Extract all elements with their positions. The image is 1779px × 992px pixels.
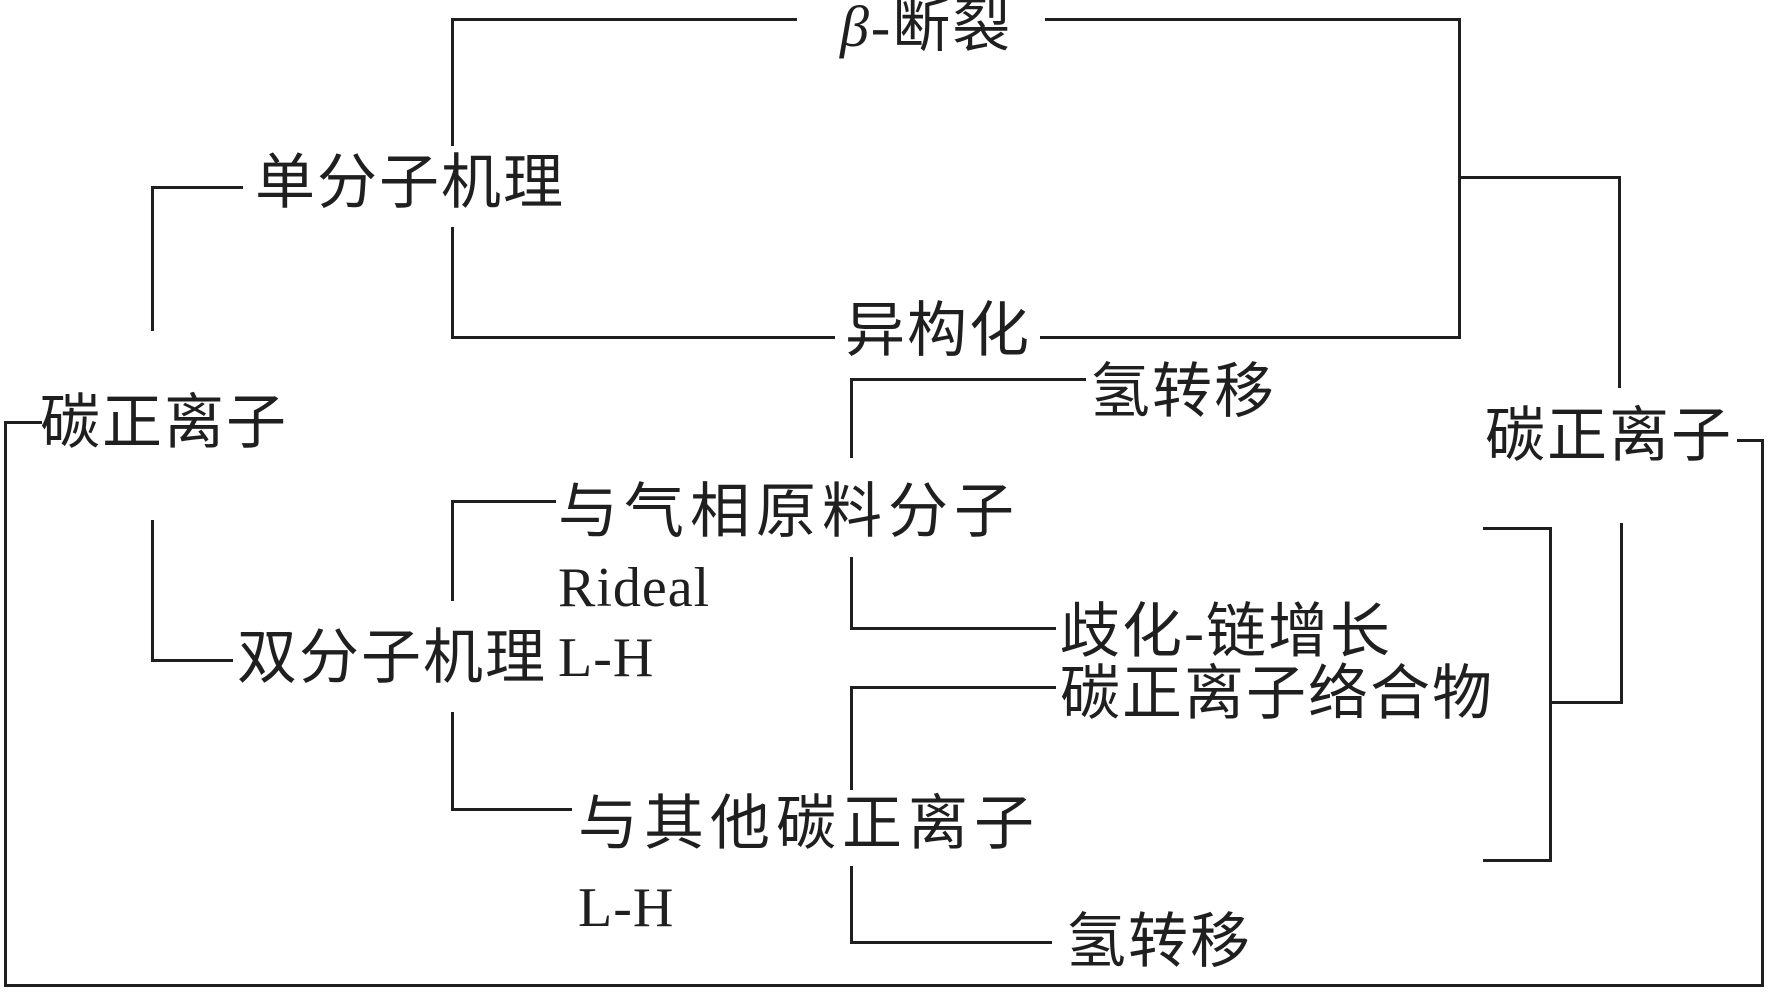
line-gather-stub-bottom bbox=[1483, 859, 1552, 862]
line-beta-left bbox=[452, 18, 797, 21]
line-stub-unimolecular bbox=[151, 186, 243, 189]
line-bimolecular-bracket-lower bbox=[451, 712, 454, 811]
line-disproportionation bbox=[850, 627, 1056, 630]
line-mid-rail-seg1 bbox=[850, 378, 853, 458]
label-unimolecular: 单分子机理 bbox=[255, 150, 565, 216]
line-unimolecular-bracket-lower bbox=[451, 227, 454, 339]
label-rideal: Rideal bbox=[558, 557, 711, 619]
label-l-h-lower: L-H bbox=[578, 877, 675, 939]
line-stub-bimolecular bbox=[151, 659, 233, 662]
line-isomerization-left bbox=[451, 336, 835, 339]
line-beta-right bbox=[1045, 18, 1461, 21]
label-carbenium-right: 碳正离子 bbox=[1485, 403, 1733, 469]
label-carbenium-left: 碳正离子 bbox=[40, 390, 288, 456]
line-loop-left bbox=[4, 421, 7, 987]
line-right-branch bbox=[1458, 176, 1621, 179]
line-gather-stub-top bbox=[1483, 527, 1552, 530]
line-gather-riser bbox=[1620, 523, 1623, 704]
line-stub-gas-feed bbox=[451, 500, 556, 503]
line-left-rail-upper bbox=[151, 186, 154, 331]
line-right-branch-drop bbox=[1618, 176, 1621, 388]
line-hydrogen-transfer-lower bbox=[850, 941, 1052, 944]
label-hydrogen-transfer-upper: 氢转移 bbox=[1090, 359, 1276, 425]
line-mid-rail-seg4 bbox=[850, 866, 853, 944]
label-hydrogen-transfer-lower: 氢转移 bbox=[1066, 909, 1252, 975]
line-stub-other-carbenium bbox=[451, 808, 572, 811]
label-bimolecular: 双分子机理 bbox=[237, 625, 547, 691]
line-hydrogen-transfer-upper bbox=[850, 378, 1086, 381]
line-gather-branch bbox=[1549, 701, 1623, 704]
line-carbenium-complex bbox=[850, 686, 1056, 689]
line-mid-rail-seg2 bbox=[850, 557, 853, 630]
label-l-h-upper: L-H bbox=[558, 627, 655, 689]
line-isomerization-right bbox=[1040, 336, 1461, 339]
label-beta-scission: β-断裂 bbox=[840, 0, 1013, 59]
line-left-rail-lower bbox=[151, 520, 154, 662]
line-gather-vertical bbox=[1549, 527, 1552, 862]
line-loop-right bbox=[1761, 439, 1764, 987]
line-right-carbenium-tick bbox=[1737, 439, 1764, 442]
line-left-carbenium-tick bbox=[4, 421, 42, 424]
label-carbenium-complex: 碳正离子络合物 bbox=[1060, 661, 1494, 727]
label-disproportionation-chain-growth: 歧化-链增长 bbox=[1060, 599, 1392, 665]
line-unimolecular-bracket-upper bbox=[451, 18, 454, 146]
line-mid-rail-seg3 bbox=[850, 686, 853, 790]
label-isomerization: 异构化 bbox=[845, 298, 1031, 364]
label-with-other-carbenium: 与其他碳正离子 bbox=[578, 791, 1040, 857]
label-with-gas-phase-feed: 与气相原料分子 bbox=[558, 479, 1020, 545]
line-bimolecular-bracket-upper bbox=[451, 500, 454, 601]
line-loop-bottom bbox=[4, 984, 1764, 987]
